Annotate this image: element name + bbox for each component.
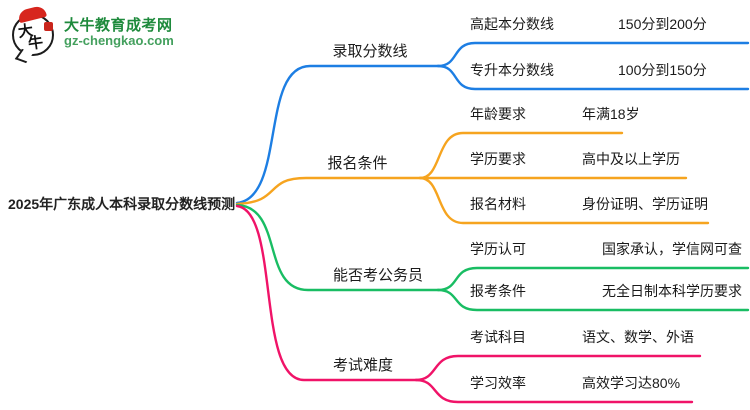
leaf-value: 高中及以上学历 xyxy=(582,151,680,167)
leaf-row-gaoqiben-score: 高起本分数线 150分到200分 xyxy=(470,12,748,36)
branch-lines-civil-service xyxy=(235,203,750,312)
leaf-label: 报考条件 xyxy=(470,283,526,299)
leaf-label: 专升本分数线 xyxy=(470,62,554,78)
leaf-label: 报名材料 xyxy=(470,196,526,212)
branch-label-difficulty: 考试难度 xyxy=(332,357,393,374)
leaf-label: 考试科目 xyxy=(470,329,526,345)
leaf-value: 身份证明、学历证明 xyxy=(582,196,708,212)
branch-lines-requirements xyxy=(235,131,710,225)
branch-lines-scores xyxy=(235,41,750,205)
site-domain: gz-chengkao.com xyxy=(64,33,174,49)
central-topic: 2025年广东成人本科录取分数线预测 xyxy=(8,196,236,212)
leaf-value: 150分到200分 xyxy=(618,16,707,32)
leaf-value: 100分到150分 xyxy=(618,62,707,78)
leaf-value: 年满18岁 xyxy=(582,106,640,122)
red-seal-stamp xyxy=(44,22,53,31)
site-logo[interactable]: 大 牛 大牛教育成考网 gz-chengkao.com xyxy=(10,4,174,64)
branch-label-civil-service: 能否考公务员 xyxy=(332,267,423,284)
branch-label-scores: 录取分数线 xyxy=(332,43,408,60)
logo-text-block: 大牛教育成考网 gz-chengkao.com xyxy=(64,17,174,49)
leaf-label: 高起本分数线 xyxy=(470,16,554,32)
leaf-row-study-efficiency: 学习效率 高效学习达80% xyxy=(470,371,748,395)
leaf-label: 学习效率 xyxy=(470,375,526,391)
leaf-label: 年龄要求 xyxy=(470,106,526,122)
leaf-label: 学历认可 xyxy=(470,241,526,257)
leaf-row-application-materials: 报名材料 身份证明、学历证明 xyxy=(470,192,748,216)
leaf-row-zhuanshengben-score: 专升本分数线 100分到150分 xyxy=(470,58,748,82)
branch-lines-difficulty xyxy=(235,204,702,404)
leaf-value: 语文、数学、外语 xyxy=(582,329,694,345)
leaf-row-degree-recognition: 学历认可 国家承认，学信网可查 xyxy=(470,237,748,261)
leaf-label: 学历要求 xyxy=(470,151,526,167)
daniu-logo-icon: 大 牛 xyxy=(10,4,58,64)
leaf-row-exam-subjects: 考试科目 语文、数学、外语 xyxy=(470,325,748,349)
leaf-value: 无全日制本科学历要求 xyxy=(602,283,742,299)
logo-char-niu: 牛 xyxy=(27,35,45,53)
leaf-row-exam-eligibility: 报考条件 无全日制本科学历要求 xyxy=(470,279,748,303)
leaf-value: 国家承认，学信网可查 xyxy=(602,241,742,257)
leaf-row-education-requirement: 学历要求 高中及以上学历 xyxy=(470,147,748,171)
site-name: 大牛教育成考网 xyxy=(64,16,173,34)
branch-label-requirements: 报名条件 xyxy=(327,155,388,172)
leaf-value: 高效学习达80% xyxy=(582,375,681,391)
leaf-row-age-requirement: 年龄要求 年满18岁 xyxy=(470,102,748,126)
